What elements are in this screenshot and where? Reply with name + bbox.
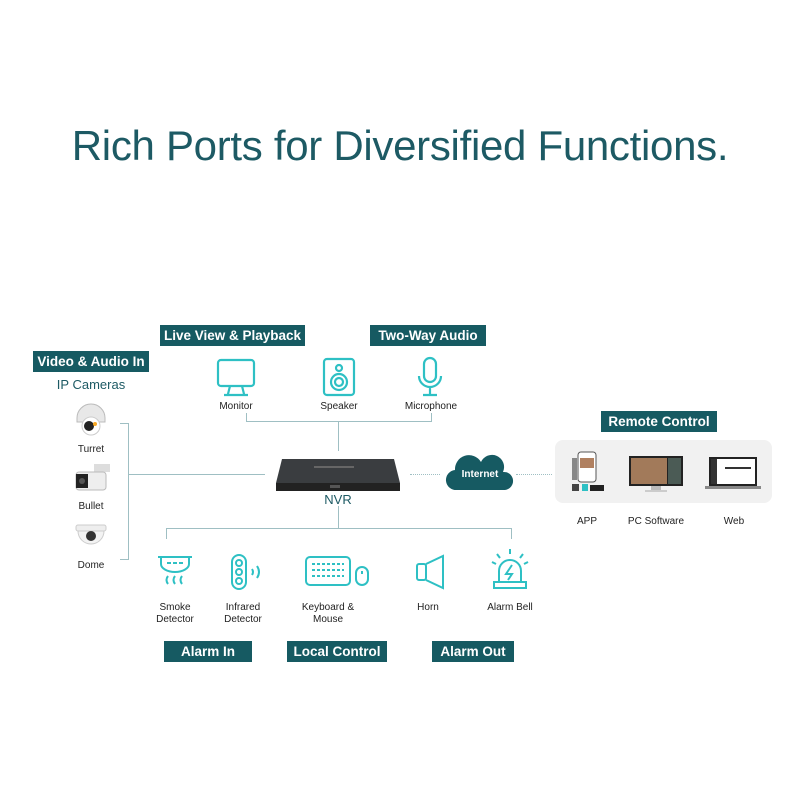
keyboard-mouse-icon bbox=[305, 556, 369, 586]
pc-software-icon[interactable] bbox=[627, 454, 685, 494]
camera-label-bullet: Bullet bbox=[78, 501, 104, 512]
tag-local-control: Local Control bbox=[287, 641, 387, 662]
device-label-horn: Horn bbox=[417, 602, 439, 613]
nvr-device-icon bbox=[276, 459, 400, 491]
alarm-bell-icon bbox=[491, 549, 529, 589]
app-icon[interactable] bbox=[570, 450, 606, 494]
tag-remote-control: Remote Control bbox=[601, 411, 717, 432]
page-title: Rich Ports for Diversified Functions. bbox=[71, 122, 729, 169]
connector bbox=[128, 423, 129, 560]
infrared-detector-icon bbox=[231, 554, 260, 590]
internet-label: Internet bbox=[461, 469, 499, 480]
cloud-icon bbox=[445, 454, 514, 491]
connector bbox=[246, 421, 432, 422]
connector bbox=[338, 506, 339, 528]
ip-cameras-heading: IP Cameras bbox=[56, 377, 126, 392]
connector bbox=[128, 474, 265, 475]
connector bbox=[166, 528, 167, 539]
connector bbox=[246, 413, 247, 422]
tag-alarm-in: Alarm In bbox=[164, 641, 252, 662]
camera-label-turret: Turret bbox=[77, 444, 105, 455]
tag-video-audio-in: Video & Audio In bbox=[33, 351, 149, 372]
device-label-keyboard-mouse: Keyboard &Mouse bbox=[301, 602, 355, 625]
nvr-label: NVR bbox=[324, 492, 352, 507]
remote-label-web: Web bbox=[723, 516, 745, 527]
speaker-icon bbox=[322, 357, 356, 397]
tag-two-way-audio: Two-Way Audio bbox=[370, 325, 486, 346]
dome-camera-icon bbox=[75, 524, 107, 545]
connector bbox=[338, 421, 339, 451]
turret-camera-icon bbox=[76, 403, 106, 436]
device-label-microphone: Microphone bbox=[404, 401, 458, 412]
device-label-monitor: Monitor bbox=[219, 401, 253, 412]
camera-label-dome: Dome bbox=[77, 560, 105, 571]
connector bbox=[120, 423, 129, 424]
remote-label-app: APP bbox=[576, 516, 597, 527]
tag-alarm-out: Alarm Out bbox=[432, 641, 514, 662]
bullet-camera-icon bbox=[75, 464, 110, 491]
remote-label-pc-software: PC Software bbox=[627, 516, 685, 527]
dotted-connector bbox=[516, 474, 552, 475]
dotted-connector bbox=[410, 474, 440, 475]
device-label-alarm-bell: Alarm Bell bbox=[487, 602, 533, 613]
device-label-speaker: Speaker bbox=[320, 401, 358, 412]
web-icon[interactable] bbox=[703, 455, 763, 491]
monitor-icon bbox=[216, 358, 256, 397]
connector bbox=[120, 559, 129, 560]
connector bbox=[431, 413, 432, 422]
connector bbox=[166, 528, 512, 529]
smoke-detector-icon bbox=[158, 556, 192, 585]
connector bbox=[511, 528, 512, 539]
tag-live-view: Live View & Playback bbox=[160, 325, 305, 346]
microphone-icon bbox=[417, 356, 443, 397]
horn-icon bbox=[416, 554, 444, 590]
